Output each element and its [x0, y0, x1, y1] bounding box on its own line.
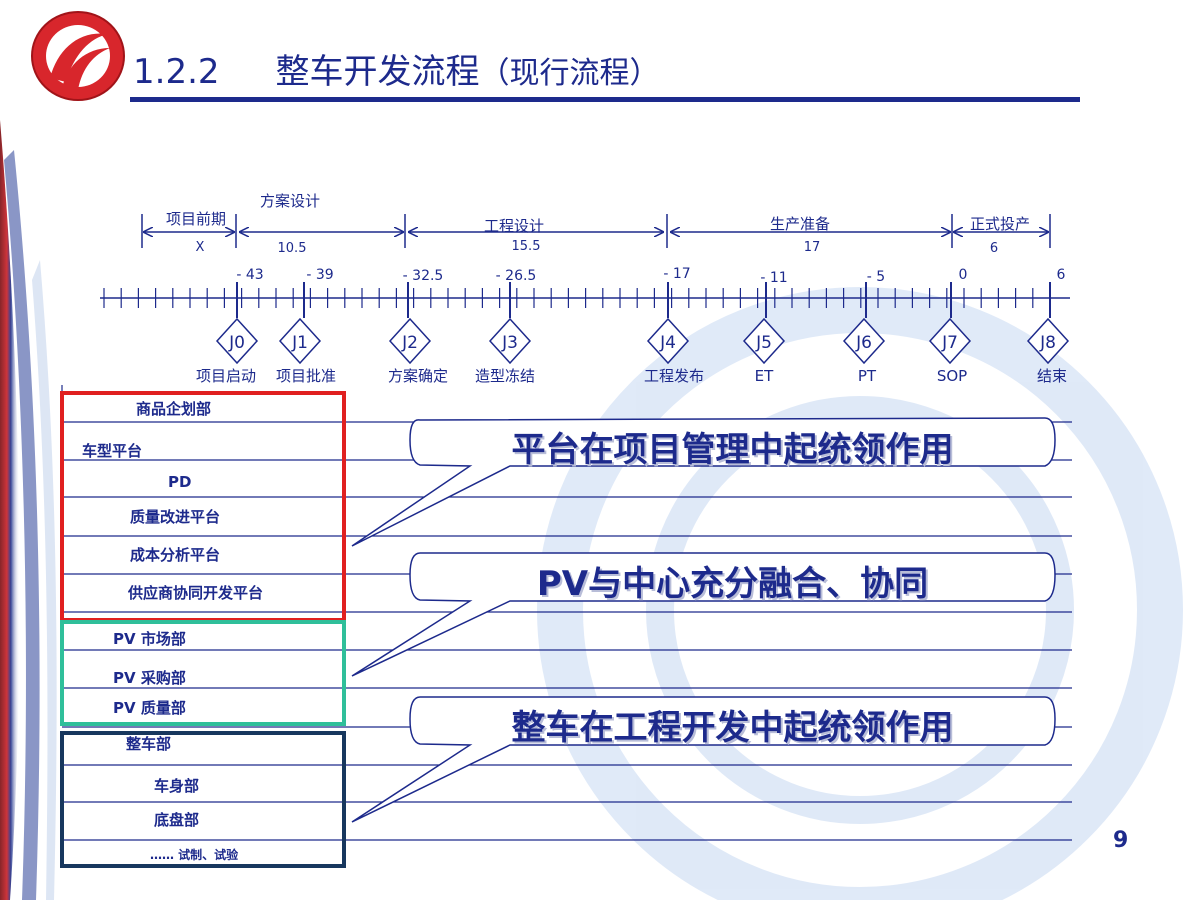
gate-diamond — [1026, 317, 1070, 365]
gate-code: J3 — [501, 333, 518, 353]
gate-label: 方案确定 — [388, 367, 448, 385]
gate-code: J8 — [1039, 333, 1056, 353]
dept-pd: PD — [168, 473, 192, 491]
callout-bubble-1 — [351, 417, 1056, 547]
watermark-logo — [537, 287, 1183, 900]
gate-code: J0 — [228, 333, 245, 353]
gate-diamond — [488, 317, 532, 365]
callout-bubble-3 — [351, 696, 1056, 823]
milestone-value: - 11 — [760, 270, 787, 286]
gate-code: J7 — [941, 333, 958, 353]
slide-title: 1.2.2 整车开发流程（现行流程） — [133, 44, 660, 93]
phase-duration: X — [196, 240, 205, 255]
phase-name: 方案设计 — [260, 192, 320, 210]
dept-body: 车身部 — [154, 777, 200, 795]
phase-arrows: 项目前期 X 方案设计 10.5 工程设计 15.5 生产准备 17 正式投产 6 — [141, 192, 1051, 256]
phase-name: 工程设计 — [484, 217, 544, 235]
gate-label: 结束 — [1037, 367, 1067, 385]
phase-name: 项目前期 — [166, 210, 226, 228]
phase-duration: 17 — [804, 240, 821, 255]
gate-label: PT — [858, 367, 877, 385]
milestone-value: - 26.5 — [496, 268, 537, 284]
milestone-value: - 32.5 — [403, 268, 444, 284]
phase-duration: 10.5 — [278, 241, 307, 256]
dept-pv-purchase: PV 采购部 — [113, 669, 186, 687]
phase-duration: 6 — [990, 241, 998, 256]
dept-quality-improvement: 质量改进平台 — [130, 508, 221, 526]
gate-diamond — [928, 317, 972, 365]
dept-pv-quality: PV 质量部 — [113, 699, 186, 717]
gate-diamond — [278, 317, 322, 365]
dept-trial-test: …… 试制、试验 — [150, 848, 239, 862]
gate-label: ET — [755, 367, 774, 385]
gate-label: SOP — [937, 367, 967, 385]
gate-label: 项目批准 — [276, 367, 336, 385]
dept-vehicle-platform: 车型平台 — [82, 442, 143, 460]
dept-cost-analysis: 成本分析平台 — [130, 546, 221, 564]
gate-diamond — [388, 317, 432, 365]
gate-label: 项目启动 — [196, 367, 256, 385]
milestone-value: - 39 — [306, 267, 333, 283]
milestone-value: - 5 — [867, 269, 885, 285]
gate-diamond — [215, 317, 259, 365]
section-number: 1.2.2 — [133, 52, 220, 92]
phase-name: 生产准备 — [770, 215, 830, 233]
dept-product-planning: 商品企划部 — [136, 400, 212, 418]
gate-code: J4 — [659, 333, 676, 353]
page-number: 9 — [1113, 828, 1129, 853]
gate-code: J6 — [855, 333, 872, 353]
callout-bubble-2 — [351, 552, 1056, 677]
phase-name: 正式投产 — [970, 215, 1030, 233]
gate-diamond — [646, 317, 690, 365]
callout-text-vehicle: 整车在工程开发中起统领作用 — [511, 708, 954, 748]
callout-text-pv: PV与中心充分融合、协同 — [536, 564, 929, 604]
milestone-value: - 17 — [663, 266, 690, 282]
dept-vehicle: 整车部 — [126, 735, 172, 753]
milestone-value: 6 — [1057, 267, 1066, 283]
dept-pv-market: PV 市场部 — [113, 630, 186, 648]
gate-code: J2 — [401, 333, 418, 353]
gate-diamond — [842, 317, 886, 365]
gate-diamond — [742, 317, 786, 365]
company-logo — [31, 11, 125, 101]
gate-code: J5 — [755, 333, 772, 353]
gate-code: J1 — [291, 333, 308, 353]
title-underline — [130, 97, 1080, 102]
gate-label: 造型冻结 — [475, 367, 535, 385]
gate-label: 工程发布 — [644, 367, 704, 385]
title-main: 整车开发流程 — [275, 52, 480, 92]
timeline-ruler: - 43 - 39 - 32.5 - 26.5 - 17 - 11 - 5 0 6 — [100, 266, 1070, 318]
title-suffix: （现行流程） — [479, 56, 660, 91]
vehicle-group-box — [60, 731, 346, 868]
dept-chassis: 底盘部 — [154, 811, 200, 829]
callout-text-platform: 平台在项目管理中起统领作用 — [511, 430, 954, 470]
milestone-value: - 43 — [236, 267, 263, 283]
phase-duration: 15.5 — [512, 239, 541, 254]
milestone-value: 0 — [959, 267, 968, 283]
pv-group-box — [60, 620, 346, 726]
dept-supplier-codev: 供应商协同开发平台 — [128, 584, 264, 602]
